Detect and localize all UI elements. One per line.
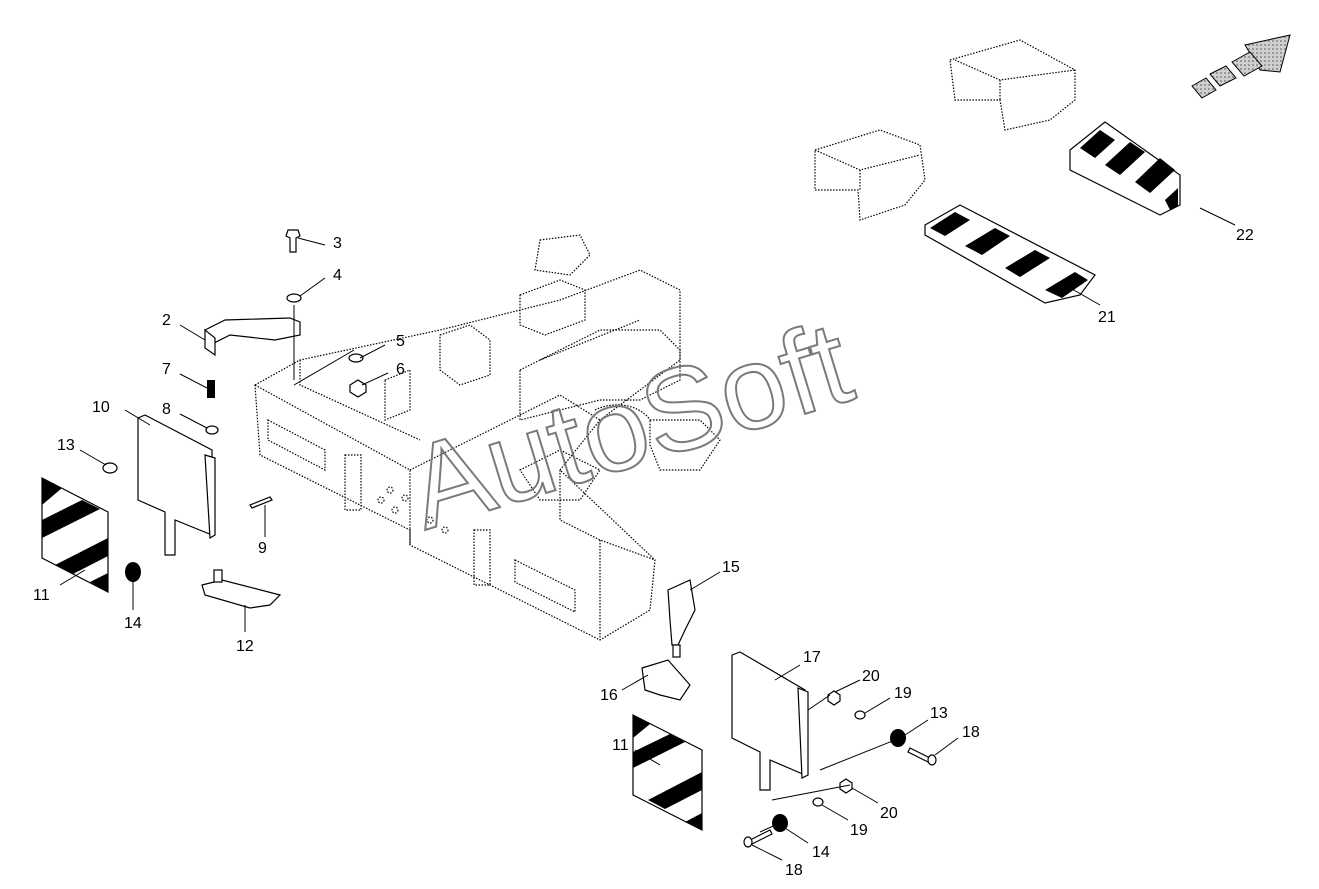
callout-18-upper: 18 bbox=[962, 724, 980, 741]
upper-cover-front bbox=[814, 129, 926, 221]
washer-5 bbox=[348, 353, 364, 363]
bolt-18-lower bbox=[743, 829, 773, 848]
callout-3: 3 bbox=[333, 235, 342, 252]
plate-17 bbox=[731, 651, 809, 791]
callout-19-upper: 19 bbox=[894, 685, 912, 702]
callout-11-left: 11 bbox=[33, 587, 50, 604]
bracket-16 bbox=[641, 659, 691, 701]
callout-18-lower: 18 bbox=[785, 862, 803, 879]
callout-14-left: 14 bbox=[124, 615, 142, 632]
watermark: AutoSoft bbox=[394, 296, 865, 555]
step-plate-21 bbox=[924, 204, 1096, 304]
reflector-13-right bbox=[890, 729, 906, 747]
callout-20-lower: 20 bbox=[880, 805, 898, 822]
step-plate-22 bbox=[1069, 121, 1181, 216]
callout-2: 2 bbox=[162, 312, 171, 329]
callout-8: 8 bbox=[162, 401, 171, 418]
assembly-lines bbox=[759, 694, 896, 833]
bracket-15 bbox=[667, 579, 696, 658]
washer-8 bbox=[205, 425, 219, 435]
bracket-arm-2 bbox=[204, 305, 301, 380]
forward-direction-arrow-icon bbox=[1191, 34, 1291, 99]
callout-13-left: 13 bbox=[57, 437, 75, 454]
callout-19-lower: 19 bbox=[850, 822, 868, 839]
callout-12: 12 bbox=[236, 638, 254, 655]
callout-17: 17 bbox=[803, 649, 821, 666]
main-frame bbox=[254, 234, 721, 641]
bracket-12 bbox=[201, 569, 282, 609]
leader-lines bbox=[59, 207, 1236, 861]
callout-16: 16 bbox=[600, 687, 618, 704]
callout-5: 5 bbox=[396, 333, 405, 350]
callout-21: 21 bbox=[1098, 309, 1116, 326]
callout-15: 15 bbox=[722, 559, 740, 576]
callout-11-right: 11 bbox=[612, 737, 629, 754]
callout-20-upper: 20 bbox=[862, 668, 880, 685]
spring-7 bbox=[207, 380, 215, 398]
callout-7: 7 bbox=[162, 361, 171, 378]
callout-9: 9 bbox=[258, 540, 267, 557]
nut-20-upper bbox=[827, 690, 841, 706]
reflector-13-left bbox=[102, 462, 118, 474]
washer-19-lower bbox=[812, 797, 824, 807]
bolt-18-upper bbox=[907, 747, 937, 766]
warning-plate-11-left bbox=[41, 477, 109, 593]
callout-14-right: 14 bbox=[812, 844, 830, 861]
callout-labels: 3 4 2 5 6 7 8 10 9 13 11 14 12 15 16 17 … bbox=[33, 227, 1254, 879]
callout-22: 22 bbox=[1236, 227, 1254, 244]
nut-6 bbox=[293, 349, 367, 398]
washer-4 bbox=[286, 293, 302, 303]
callout-6: 6 bbox=[396, 361, 405, 378]
reflector-14-left bbox=[125, 562, 141, 582]
callout-13-right: 13 bbox=[930, 705, 948, 722]
plate-10 bbox=[137, 414, 216, 556]
bolt-3 bbox=[285, 229, 301, 253]
washer-19-upper bbox=[854, 710, 866, 720]
warning-plate-11-right bbox=[632, 714, 703, 831]
callout-4: 4 bbox=[333, 267, 342, 284]
callout-10: 10 bbox=[92, 399, 110, 416]
upper-cover-rear bbox=[949, 39, 1076, 131]
pin-9 bbox=[249, 496, 273, 509]
